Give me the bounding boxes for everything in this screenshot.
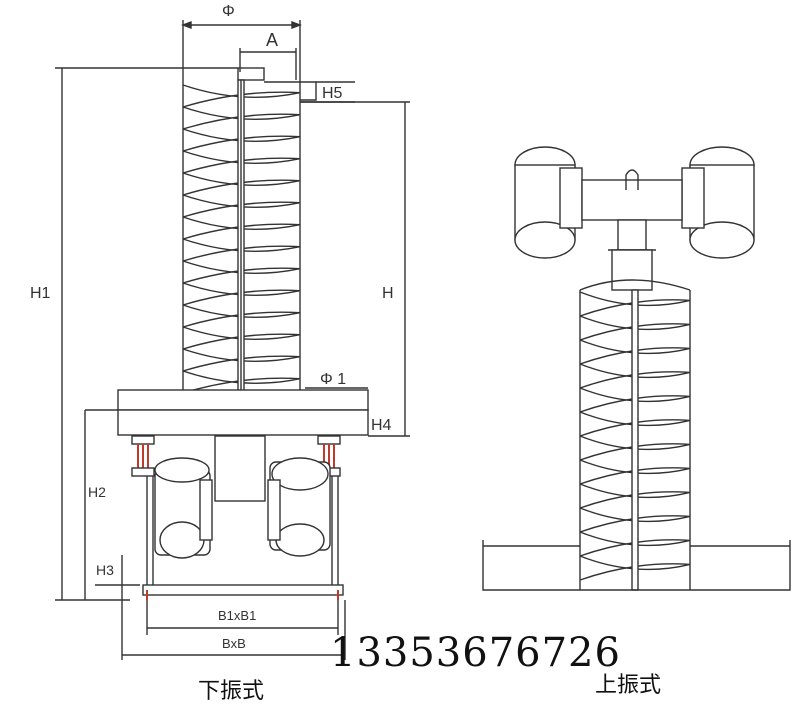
phi1-label: Φ 1	[320, 371, 346, 388]
spiral-flight	[579, 459, 691, 485]
center-hub	[214, 435, 266, 502]
spiral-flight	[182, 238, 301, 262]
left-view: Φ A H5 H1 H	[30, 3, 410, 660]
spiral-flight	[579, 411, 691, 437]
spiral-flight	[182, 194, 301, 218]
h1-label: H1	[30, 285, 51, 302]
h3-label: H3	[96, 562, 114, 578]
spiral-flight	[579, 555, 691, 581]
a-dimension	[239, 48, 297, 80]
spiral-flight	[182, 150, 301, 174]
h4-label: H4	[371, 417, 392, 434]
spiral-flight	[182, 326, 301, 350]
right-vibration-motor	[267, 457, 331, 557]
spiral-flight	[579, 363, 691, 389]
phone-number: 13353676726	[330, 630, 621, 676]
spiral-flights	[182, 84, 301, 394]
right-view	[482, 146, 791, 591]
upper-base-plate	[117, 389, 369, 411]
floor-platform	[482, 540, 791, 591]
spiral-flight	[182, 260, 301, 284]
left-spring	[131, 435, 155, 477]
spiral-flight	[182, 128, 301, 152]
spiral-flight	[182, 106, 301, 130]
a-label: A	[266, 30, 278, 50]
spiral-flight	[579, 315, 691, 341]
right-view-left-motor	[514, 146, 583, 259]
discharge-spout	[264, 81, 317, 101]
spiral-flight	[182, 282, 301, 306]
right-spiral-tower	[579, 279, 691, 591]
left-caption: 下振式	[198, 679, 264, 704]
right-view-right-motor	[681, 146, 755, 259]
phi-dimension	[181, 20, 302, 80]
spiral-flight	[182, 216, 301, 240]
spiral-tower	[182, 79, 301, 420]
left-vibration-motor	[154, 457, 213, 559]
bxb-label: BxB	[222, 636, 246, 651]
b1xb1-label: B1xB1	[218, 608, 256, 623]
spiral-flight	[579, 387, 691, 413]
spiral-flight	[182, 348, 301, 372]
lifting-hook	[625, 169, 639, 190]
h2-label: H2	[88, 484, 106, 500]
right-spiral-flights	[579, 291, 691, 581]
h-label: H	[382, 285, 394, 302]
lower-base-plate	[117, 409, 369, 436]
spiral-flight	[579, 483, 691, 509]
spiral-flight	[182, 84, 301, 108]
spiral-flight	[579, 339, 691, 365]
spiral-flight	[182, 370, 301, 394]
phi-label: Φ	[222, 3, 235, 20]
motor-cross-frame	[581, 179, 683, 221]
h5-label: H5	[322, 85, 343, 102]
base-frame	[142, 584, 344, 596]
spiral-flight	[579, 435, 691, 461]
spiral-flight	[579, 291, 691, 317]
spiral-flight	[579, 507, 691, 533]
spiral-flight	[182, 172, 301, 196]
top-cap	[237, 67, 265, 81]
spiral-flight	[579, 531, 691, 557]
right-caption: 上振式	[595, 673, 661, 698]
drive-column	[617, 219, 647, 251]
spiral-flight	[182, 304, 301, 328]
